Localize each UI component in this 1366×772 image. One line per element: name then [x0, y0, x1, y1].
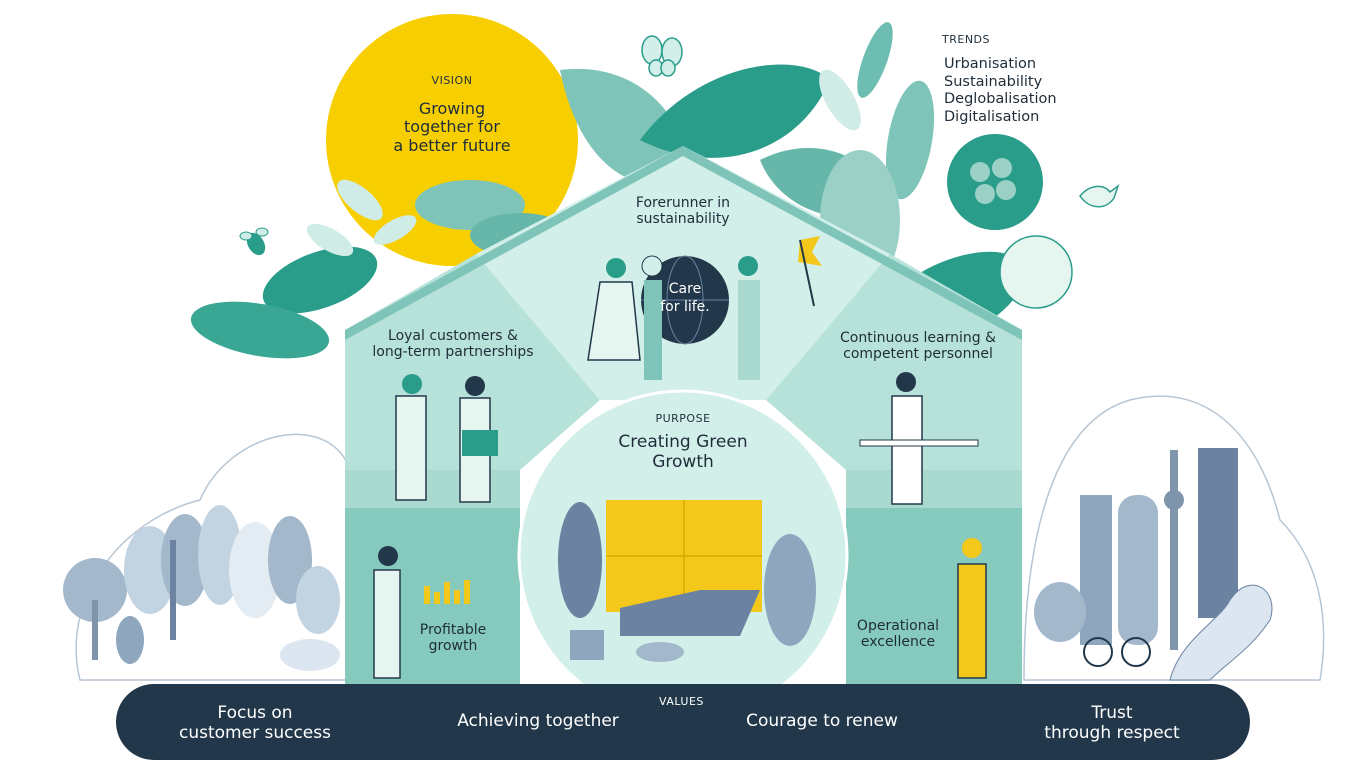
value-item: Focus on customer success [150, 703, 360, 743]
flower-icon [947, 134, 1043, 230]
trend-item: Deglobalisation [944, 91, 1057, 108]
value-line: Focus on [217, 703, 293, 723]
trends-label: TRENDS [942, 33, 990, 46]
left-upper-line: Loyal customers & [388, 328, 518, 344]
vision-title-line: Growing [418, 99, 486, 118]
foliage-center [560, 64, 890, 218]
roof-top-text: Forerunner in sustainability [598, 195, 768, 227]
value-line: through respect [1044, 723, 1180, 744]
value-line: Achieving together [457, 711, 619, 731]
left-lower-text: Profitable growth [408, 622, 498, 654]
left-lower-line: growth [428, 638, 478, 655]
value-line: Courage to renew [746, 711, 898, 731]
left-lower-line: Profitable [419, 622, 487, 638]
purpose-title: Creating Green Growth [593, 432, 773, 472]
vision-title-line: together for [404, 117, 500, 137]
globe-line: for life. [660, 298, 710, 315]
right-lower-line: Operational [856, 618, 940, 634]
right-upper-line: competent personnel [843, 346, 993, 363]
roof-top-line: sustainability [636, 211, 730, 228]
forest-scene [63, 433, 351, 681]
trends-list: Urbanisation Sustainability Deglobalisat… [944, 56, 1057, 127]
right-upper-line: Continuous learning & [839, 330, 996, 346]
value-line: Trust [1091, 703, 1133, 723]
trend-item: Digitalisation [944, 109, 1040, 126]
bee-icon [239, 227, 269, 256]
vision-title-line: a better future [393, 135, 511, 155]
globe-line: Care [668, 281, 702, 297]
roof-top-line: Forerunner in [635, 195, 731, 211]
purpose-title-line: Creating Green [618, 432, 748, 452]
left-upper-line: long-term partnerships [372, 344, 534, 361]
values-bar [116, 684, 1250, 760]
purpose-title-line: Growth [652, 451, 714, 472]
trend-item: Urbanisation [944, 56, 1037, 72]
vision-label: VISION [431, 74, 473, 87]
people-figures [373, 236, 987, 679]
globe-text: Care for life. [645, 281, 725, 316]
values-label: VALUES [659, 695, 704, 708]
purpose-label: PURPOSE [655, 412, 711, 425]
roof-right-panel [766, 254, 1022, 470]
butterfly-icon [641, 35, 683, 77]
trend-item: Sustainability [944, 73, 1043, 90]
value-item: Courage to renew [720, 711, 924, 731]
left-upper-text: Loyal customers & long-term partnerships [348, 328, 558, 360]
value-line: customer success [179, 723, 331, 744]
bird-icon [1079, 183, 1120, 208]
city-scene [1023, 395, 1325, 681]
right-upper-text: Continuous learning & competent personne… [816, 330, 1020, 362]
vision-title: Growing together for a better future [372, 99, 532, 155]
value-item: Achieving together [430, 711, 646, 731]
right-lower-text: Operational excellence [846, 618, 950, 650]
right-lower-line: excellence [860, 634, 936, 651]
value-item: Trust through respect [1020, 703, 1204, 743]
